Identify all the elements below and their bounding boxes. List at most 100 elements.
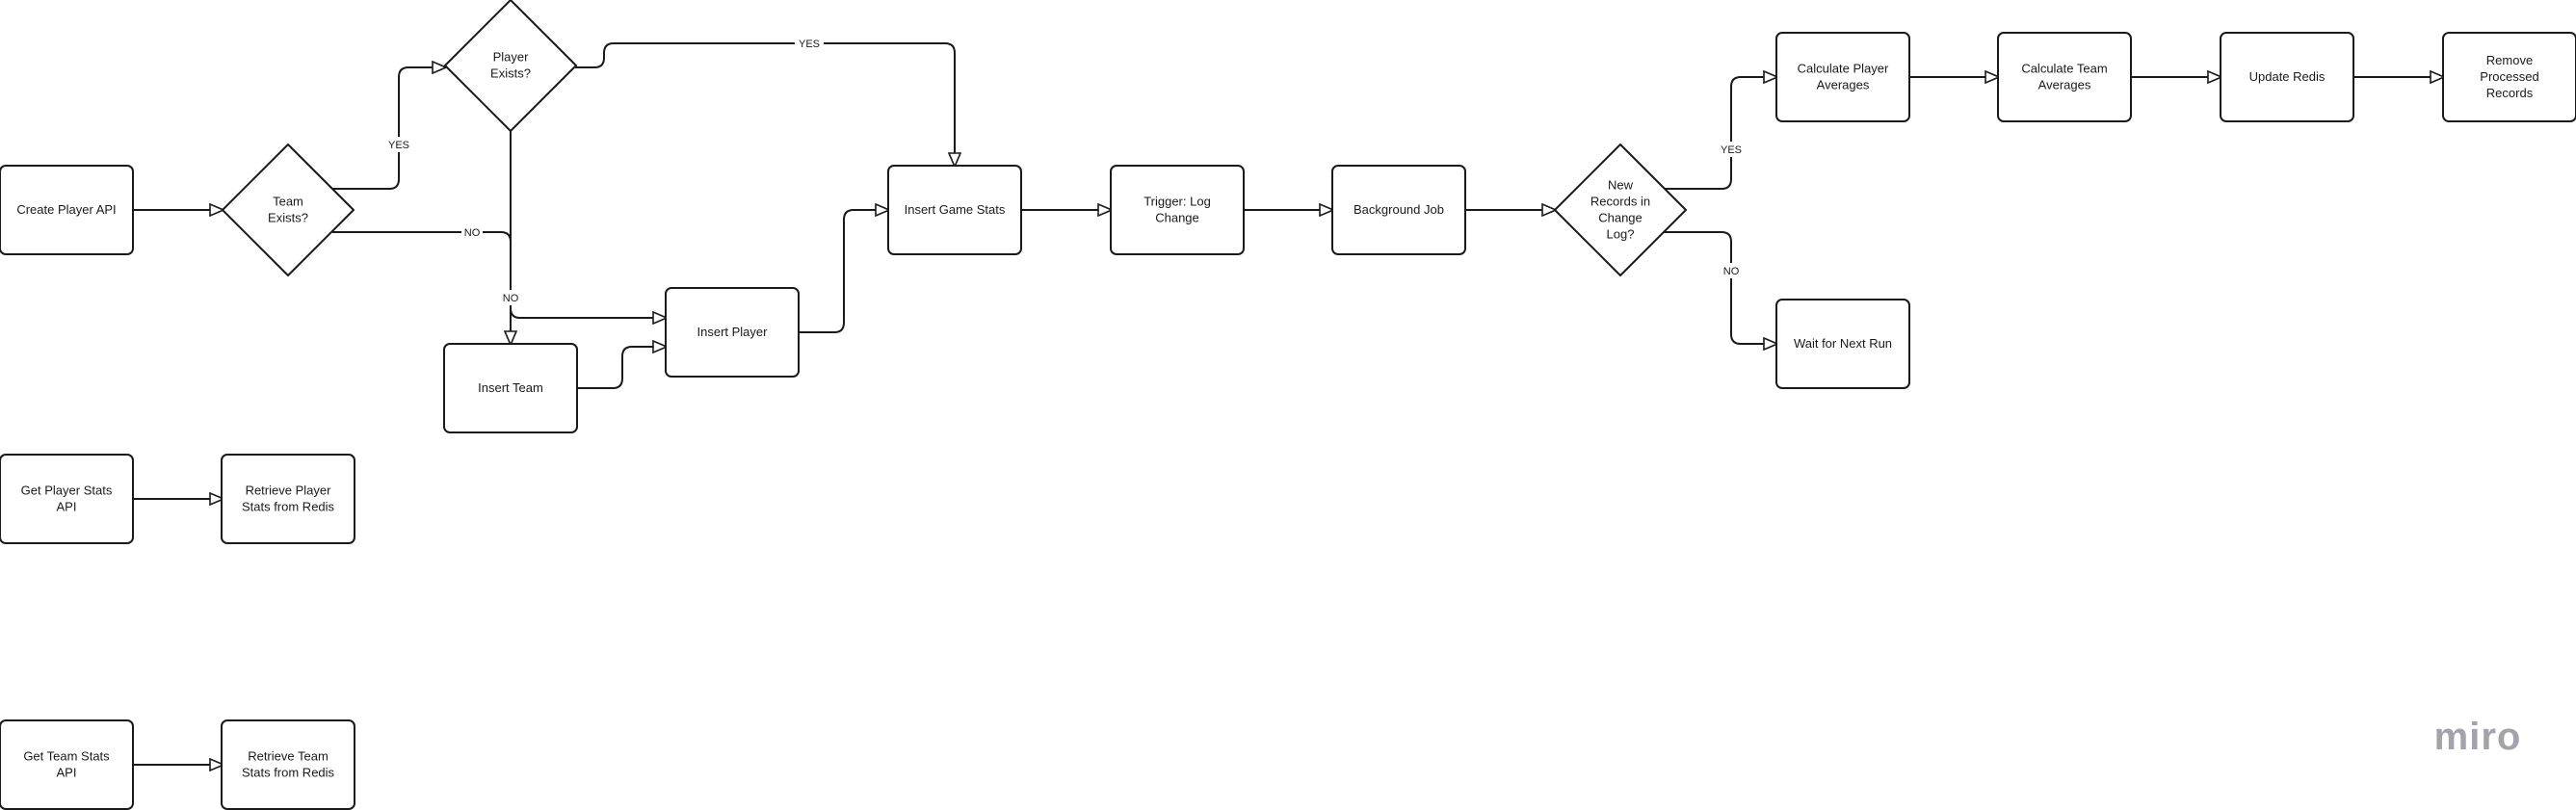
connector-insert-player-to-insert-game-stats[interactable] <box>799 210 888 333</box>
connector-new-records-to-calc-player-avg[interactable] <box>1663 77 1776 190</box>
process-box <box>1997 32 2132 122</box>
node-label: Averages <box>2038 78 2091 92</box>
process-wait-next-run[interactable]: Wait for Next Run <box>1775 299 1910 389</box>
node-label: Change <box>1155 211 1199 225</box>
connector-line <box>1663 77 1776 190</box>
edge-label-background <box>1721 263 1742 278</box>
edge-label-text: NO <box>503 293 519 304</box>
process-box <box>221 719 355 810</box>
process-insert-player[interactable]: Insert Player <box>665 287 800 378</box>
node-label: Remove <box>2486 53 2533 67</box>
edge-label-text: NO <box>1723 266 1740 277</box>
node-label: Calculate Player <box>1798 62 1889 76</box>
node-label: Exists? <box>268 211 308 225</box>
process-box <box>0 165 134 255</box>
process-box <box>221 454 355 544</box>
process-box <box>887 165 1022 255</box>
node-label: Insert Team <box>478 380 543 395</box>
node-label: Processed <box>2480 69 2538 84</box>
node-label: Player <box>493 50 530 65</box>
edge-label-text: NO <box>464 227 481 239</box>
connector-line <box>332 231 511 344</box>
node-label: Change <box>1598 211 1643 225</box>
process-update-redis[interactable]: Update Redis <box>2220 32 2354 122</box>
process-box <box>665 287 800 378</box>
node-label: Retrieve Player <box>246 483 332 498</box>
edge-label-yes: YES <box>795 36 824 51</box>
node-label: Log? <box>1607 227 1635 242</box>
process-background-job[interactable]: Background Job <box>1331 165 1466 255</box>
node-label: Stats from Redis <box>242 766 335 780</box>
connector-insert-team-to-insert-player[interactable] <box>577 347 666 389</box>
node-label: Exists? <box>490 66 531 81</box>
node-label: Trigger: Log <box>1143 195 1211 209</box>
edge-label-no: NO <box>1721 263 1742 278</box>
process-box <box>1110 165 1245 255</box>
node-label: Stats from Redis <box>242 500 335 514</box>
process-box <box>2442 32 2576 122</box>
connector-line <box>331 67 445 190</box>
edge-label-text: YES <box>799 39 820 50</box>
node-label: Team <box>273 195 303 209</box>
process-box <box>2220 32 2354 122</box>
edge-label-background <box>795 36 824 51</box>
connector-new-records-to-wait-next-run[interactable] <box>1664 231 1776 344</box>
process-create-player-api[interactable]: Create Player API <box>0 165 134 255</box>
connector-line <box>577 347 666 389</box>
connector-player-exists-to-insert-game-stats[interactable] <box>575 42 955 166</box>
connector-team-exists-to-insert-team[interactable] <box>332 231 511 344</box>
process-box <box>1775 299 1910 389</box>
process-box <box>1775 32 1910 122</box>
connector-line <box>510 131 666 318</box>
edge-label-background <box>384 137 413 152</box>
node-label: Retrieve Team <box>248 749 329 764</box>
edge-label-background <box>500 290 521 305</box>
process-insert-game-stats[interactable]: Insert Game Stats <box>887 165 1022 255</box>
decision-shape <box>1554 144 1687 276</box>
connector-line <box>799 210 888 333</box>
edge-label-text: YES <box>1721 144 1742 156</box>
miro-logo: miro <box>2434 716 2522 758</box>
process-insert-team[interactable]: Insert Team <box>443 343 578 433</box>
node-label: Records in <box>1590 195 1650 209</box>
node-label: New <box>1608 178 1634 193</box>
node-label: Create Player API <box>16 202 116 217</box>
node-label: Background Job <box>1354 202 1444 217</box>
connector-line <box>1664 231 1776 344</box>
edge-label-text: YES <box>388 140 409 151</box>
edges-layer <box>133 42 2443 765</box>
node-label: Insert Player <box>697 325 769 339</box>
process-box <box>443 343 578 433</box>
node-label: API <box>57 500 77 514</box>
connector-player-exists-to-insert-player[interactable] <box>510 131 666 318</box>
process-box <box>0 454 134 544</box>
connector-team-exists-to-player-exists[interactable] <box>331 67 445 190</box>
edge-label-no: NO <box>500 290 521 305</box>
node-label: Records <box>2486 86 2534 100</box>
node-label: Update Redis <box>2249 69 2326 84</box>
node-label: Get Player Stats <box>21 483 113 498</box>
edge-label-background <box>461 224 483 240</box>
node-label: Insert Game Stats <box>905 202 1006 217</box>
node-label: Calculate Team <box>2021 62 2107 76</box>
process-box <box>1331 165 1466 255</box>
edge-labels-layer: YES NO YES NO YES NO <box>384 36 1746 305</box>
edge-label-yes: YES <box>384 137 413 152</box>
edge-label-no: NO <box>461 224 483 240</box>
decision-shape <box>222 144 355 276</box>
process-box <box>0 719 134 810</box>
node-label: API <box>57 766 77 780</box>
